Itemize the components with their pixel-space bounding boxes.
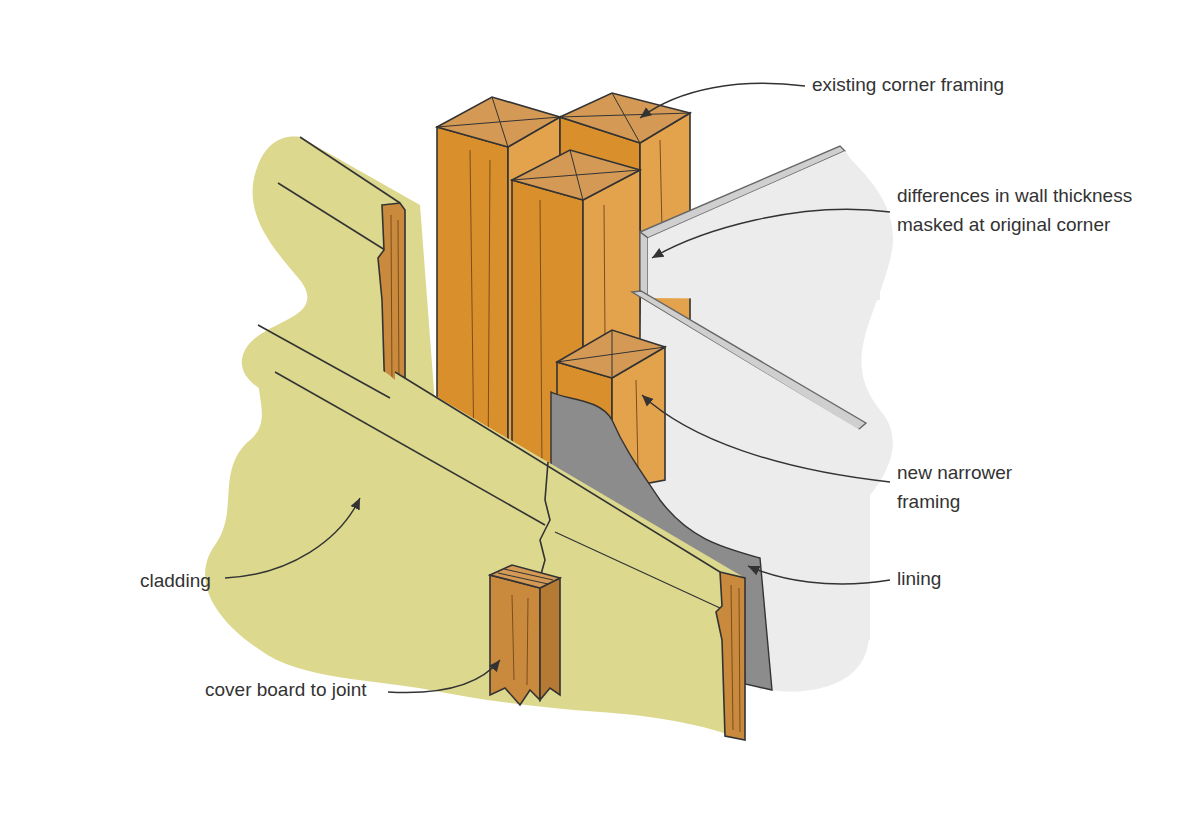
callout-label: cladding xyxy=(140,566,260,595)
cover-board-top xyxy=(490,565,560,588)
wall-thickness-step xyxy=(640,232,648,298)
callout-label: differences in wall thickness masked at … xyxy=(897,181,1162,239)
cover-board-face xyxy=(490,575,540,705)
leader-line xyxy=(225,498,360,578)
wall-panel-face xyxy=(648,151,880,300)
cover-board-hatch xyxy=(498,569,553,584)
post-top xyxy=(437,97,560,147)
wood-grain xyxy=(660,140,662,230)
wood-grain xyxy=(512,595,528,685)
board-groove xyxy=(555,532,720,608)
post-top-cross xyxy=(557,330,665,378)
board-groove xyxy=(278,183,385,250)
board-end-profile xyxy=(716,572,745,740)
post-top-cross xyxy=(512,150,640,200)
wood-grain xyxy=(391,215,399,390)
leader-line xyxy=(388,660,500,693)
leader-line xyxy=(652,209,890,258)
callout-label: new narrower framing xyxy=(897,458,1047,516)
leader-line xyxy=(640,83,805,118)
wood-grain xyxy=(731,585,740,732)
board-edge xyxy=(300,137,400,203)
callout-label: lining xyxy=(897,564,1017,593)
new-post-top xyxy=(557,330,665,378)
post-top-cross xyxy=(437,97,560,147)
board-groove xyxy=(258,325,390,398)
callout-label: cover board to joint xyxy=(205,675,425,704)
post-top xyxy=(512,150,640,200)
board-end-profile xyxy=(378,203,405,398)
callout-label: existing corner framing xyxy=(812,70,1112,99)
cover-board-face xyxy=(540,578,560,700)
board-groove xyxy=(275,372,545,525)
cladding-board xyxy=(205,334,745,740)
board-edge xyxy=(395,372,720,572)
leader-line xyxy=(748,566,890,584)
leader-line xyxy=(642,395,890,482)
wood-grain xyxy=(636,380,638,470)
